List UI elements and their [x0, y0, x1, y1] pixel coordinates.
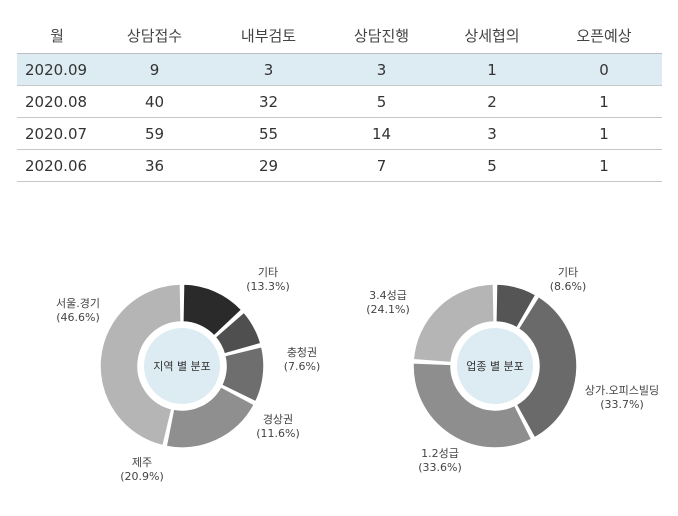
cell-review: 32 — [258, 92, 279, 111]
cell-review: 29 — [258, 156, 279, 175]
donut-center-label: 지역 별 분포 — [153, 360, 211, 373]
cell-open: 0 — [599, 60, 609, 79]
donut-hole — [144, 328, 220, 404]
cell-progress: 5 — [376, 92, 387, 111]
col-open-header: 오픈예상 — [576, 27, 632, 45]
industry-donut-svg: 업종 별 분포 기타(8.6%) 상가.오피스빌딩(33.7%) 1.2성급(33.6… — [366, 266, 659, 474]
pie-slice-4[interactable] — [99, 283, 182, 447]
cell-review: 55 — [258, 124, 279, 143]
slice-percent-label: (13.3%) — [246, 280, 290, 293]
table-row[interactable]: 2020.07 59 55 14 3 1 — [17, 118, 662, 150]
table-header-row: 월 상담접수 내부검토 상담진행 상세협의 오픈예상 — [17, 18, 662, 54]
cell-received: 59 — [144, 124, 165, 143]
cell-detail: 1 — [487, 60, 497, 79]
industry-distribution-chart: 업종 별 분포 기타(8.6%) 상가.오피스빌딩(33.7%) 1.2성급(33.6… — [350, 240, 670, 494]
slice-percent-label: (8.6%) — [550, 280, 587, 293]
slice-percent-label: (7.6%) — [284, 360, 321, 373]
cell-month: 2020.07 — [25, 124, 88, 143]
cell-open: 1 — [599, 156, 609, 175]
cell-month: 2020.09 — [25, 60, 88, 79]
slice-category-label: 기타 — [258, 266, 278, 279]
slice-category-label: 상가.오피스빌딩 — [585, 384, 659, 397]
col-progress-header: 상담진행 — [353, 27, 410, 45]
pie-slice-1[interactable] — [214, 311, 262, 355]
table-row[interactable]: 2020.06 36 29 7 5 1 — [17, 150, 662, 182]
cell-received: 40 — [144, 92, 165, 111]
pie-slice-2[interactable] — [220, 345, 265, 403]
col-review-header: 내부검토 — [240, 27, 297, 45]
cell-detail: 3 — [487, 124, 497, 143]
table-row[interactable]: 2020.09 9 3 3 1 0 — [17, 54, 662, 86]
slice-percent-label: (46.6%) — [56, 311, 100, 324]
pie-slice-1[interactable] — [515, 295, 578, 439]
stats-table: 월 상담접수 내부검토 상담진행 상세협의 오픈예상 2020.09 9 3 3… — [17, 18, 662, 182]
cell-progress: 7 — [376, 156, 387, 175]
slice-category-label: 서울.경기 — [56, 297, 100, 310]
cell-review: 3 — [263, 60, 274, 79]
cell-detail: 5 — [487, 156, 497, 175]
table-row[interactable]: 2020.08 40 32 5 2 1 — [17, 86, 662, 118]
col-month-header: 월 — [50, 27, 64, 45]
cell-open: 1 — [599, 92, 609, 111]
cell-progress: 14 — [371, 124, 392, 143]
slice-percent-label: (11.6%) — [256, 427, 300, 440]
region-distribution-chart: 지역 별 분포 기타(13.3%) 충청권(7.6%) 경상권(11.6%) 제주(20… — [40, 240, 340, 494]
slice-category-label: 기타 — [558, 266, 578, 279]
cell-detail: 2 — [487, 92, 497, 111]
pie-slice-0[interactable] — [182, 283, 243, 337]
cell-open: 1 — [599, 124, 609, 143]
col-detail-header: 상세협의 — [464, 27, 520, 45]
col-received-header: 상담접수 — [126, 27, 183, 45]
slice-category-label: 3.4성급 — [369, 289, 407, 302]
slice-category-label: 경상권 — [263, 413, 293, 426]
cell-month: 2020.06 — [25, 156, 88, 175]
donut-hole — [457, 328, 533, 404]
slice-percent-label: (33.6%) — [418, 461, 462, 474]
slice-category-label: 제주 — [132, 456, 152, 469]
slice-percent-label: (20.9%) — [120, 470, 164, 483]
pie-slice-0[interactable] — [495, 283, 537, 329]
slice-percent-label: (33.7%) — [600, 398, 644, 411]
region-donut-svg: 지역 별 분포 기타(13.3%) 충청권(7.6%) 경상권(11.6%) 제주(20… — [56, 266, 321, 483]
pie-slice-3[interactable] — [165, 385, 256, 449]
slice-category-label: 충청권 — [287, 346, 317, 359]
pie-slice-2[interactable] — [412, 362, 533, 449]
slice-category-label: 1.2성급 — [421, 447, 459, 460]
cell-received: 9 — [149, 60, 160, 79]
slice-percent-label: (24.1%) — [366, 303, 410, 316]
pie-slice-3[interactable] — [412, 283, 495, 364]
cell-progress: 3 — [376, 60, 387, 79]
donut-center-label: 업종 별 분포 — [466, 360, 524, 373]
cell-received: 36 — [144, 156, 165, 175]
cell-month: 2020.08 — [25, 92, 88, 111]
